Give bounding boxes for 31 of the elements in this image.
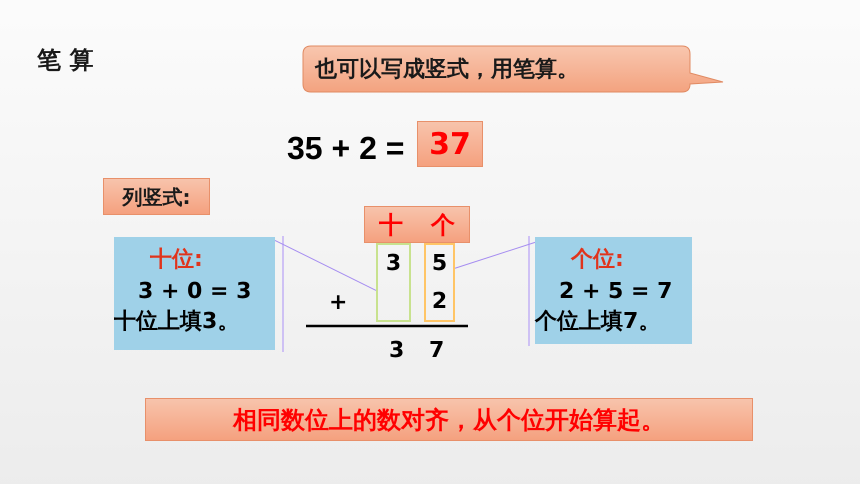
explanation-line: 十位:	[149, 246, 203, 274]
heading-box	[103, 178, 210, 215]
page-title: 笔 算	[37, 45, 94, 76]
result-digit: 3	[389, 337, 404, 365]
ones-column	[424, 243, 455, 322]
explanation-line: 2 + 5 = 7	[558, 278, 672, 306]
answer-box	[417, 121, 483, 167]
equation-text: 35 + 2 =	[287, 129, 404, 168]
explanation-panel	[535, 237, 692, 344]
bubble-text: 也可以写成竖式，用笔算。	[315, 56, 579, 84]
explanation-line: 个位:	[570, 246, 624, 274]
place-name: 个	[431, 210, 455, 240]
explanation-line: 十位上填3。	[114, 308, 240, 336]
plus-sign: +	[329, 289, 348, 317]
explanation-line: 个位上填7。	[535, 308, 660, 336]
rule-text: 相同数位上的数对齐，从个位开始算起。	[233, 404, 665, 436]
answer-value: 37	[429, 126, 471, 164]
leader-line	[454, 242, 536, 269]
leader-line	[274, 240, 376, 291]
digit: 3	[386, 250, 402, 278]
heading-text: 列竖式:	[122, 184, 190, 210]
place-name: 十	[379, 210, 403, 240]
result-digit: 7	[429, 337, 444, 365]
place-header-box	[364, 206, 470, 243]
digit: 2	[432, 288, 448, 316]
digit: 5	[432, 250, 448, 278]
tens-column	[376, 243, 411, 322]
rule-banner	[145, 398, 753, 441]
explanation-panel	[114, 237, 275, 350]
explanation-line: 3 + 0 = 3	[137, 278, 252, 306]
speech-bubble	[303, 46, 723, 92]
